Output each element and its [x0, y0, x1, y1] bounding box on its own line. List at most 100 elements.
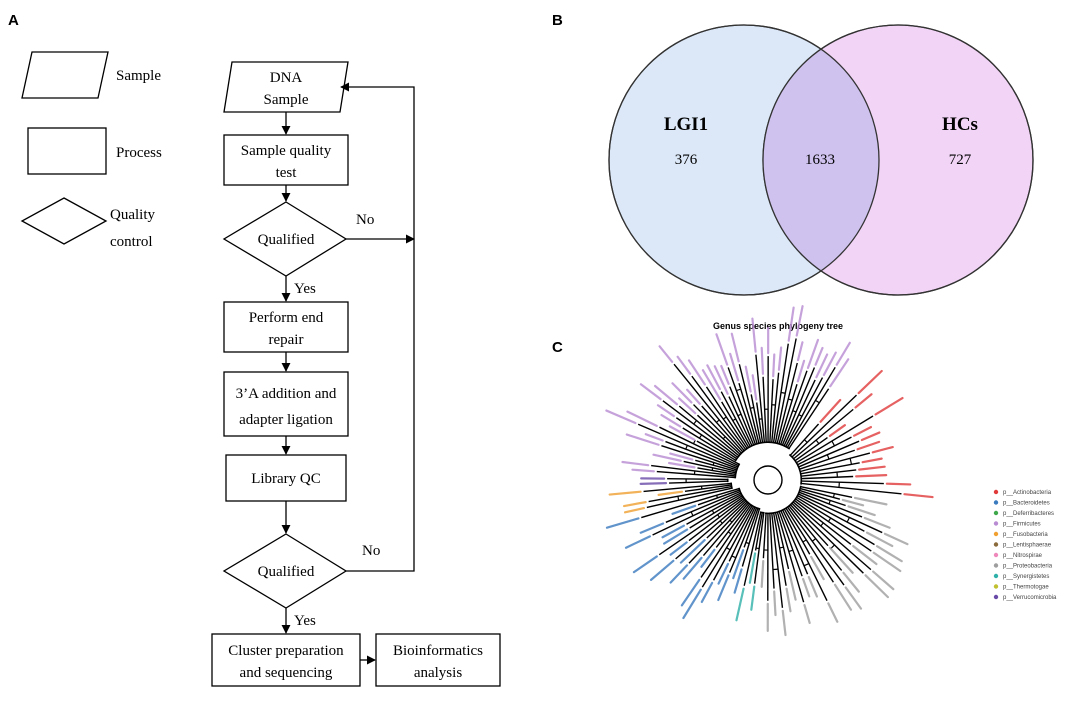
- tree-leaf-label: [854, 393, 873, 409]
- tree-leaf-label: [649, 559, 675, 581]
- tree-branch: [786, 506, 845, 586]
- tree-branch: [801, 480, 884, 485]
- tree-leaf-label: [656, 404, 675, 418]
- tree-leaf-label: [751, 374, 758, 401]
- tree-leaf-label: [639, 482, 668, 485]
- tree-leaf-label: [807, 575, 819, 598]
- tree-root: [753, 465, 783, 495]
- legend-quality-shape: [20, 197, 108, 245]
- cluster-sequencing-label-1: Cluster preparation: [228, 643, 344, 659]
- legend-swatch: [993, 552, 999, 558]
- dna-sample-label-1: DNA: [270, 70, 303, 86]
- tree-leaf-label: [872, 551, 902, 573]
- tree-branch: [641, 487, 740, 519]
- tree-branch: [688, 501, 748, 564]
- tree-leaf-label: [847, 505, 876, 517]
- tree-branch: [727, 367, 757, 445]
- tree-branch: [682, 427, 737, 461]
- legend-swatch: [993, 531, 999, 537]
- yes-label-2: Yes: [294, 613, 316, 629]
- tree-leaf-label: [841, 498, 865, 507]
- tree-branch: [728, 507, 758, 573]
- tree-leaf-label: [852, 545, 878, 566]
- tree-branch: [778, 511, 803, 577]
- tree-branch: [793, 499, 852, 545]
- library-qc-node: [225, 454, 347, 502]
- tree-leaf-label: [748, 552, 757, 584]
- venn-diagram: LGI1 HCs 376 1633 727: [608, 24, 1034, 296]
- tree-leaf-label: [626, 410, 658, 427]
- tree-leaf-label: [855, 474, 888, 478]
- tree-branch: [791, 502, 864, 574]
- tree-branch: [715, 503, 751, 548]
- tree-leaf-label: [621, 460, 650, 467]
- tree-leaf-label: [669, 564, 689, 584]
- tree-leaf-label: [652, 453, 682, 462]
- sample-quality-test-label-2: test: [276, 165, 298, 181]
- tree-branch: [697, 489, 740, 506]
- venn-count-shared: 1633: [805, 152, 835, 168]
- tree-leaf-label: [735, 587, 745, 622]
- tree-leaf-label: [676, 355, 692, 375]
- tree-branch: [695, 459, 737, 473]
- tree-leaf-label: [814, 346, 824, 366]
- venn-outline-left: [608, 24, 880, 296]
- venn-overlap-region: [763, 25, 879, 295]
- legend-quality-label-1: Quality: [110, 207, 155, 223]
- tree-branch: [783, 379, 816, 447]
- tree-leaf-label: [810, 555, 825, 581]
- tree-branch: [801, 475, 854, 480]
- tree-leaf-label: [700, 581, 714, 604]
- tree-branch: [771, 372, 780, 443]
- bioinformatics-node: [375, 633, 501, 687]
- tree-branch: [794, 437, 828, 462]
- tree-leaf-label: [671, 382, 693, 404]
- tree-branch: [743, 512, 762, 586]
- tree-leaf-label: [865, 531, 894, 548]
- tree-leaf-label: [788, 570, 797, 601]
- tree-branch: [659, 426, 739, 467]
- tree-branch: [774, 512, 790, 570]
- tree-branch: [782, 509, 828, 601]
- tree-branch: [849, 458, 853, 465]
- tree-leaf-label: [833, 583, 853, 611]
- cluster-sequencing-node: [211, 633, 361, 687]
- tree-branch: [788, 453, 803, 485]
- tree-branch: [797, 436, 852, 466]
- tree-branch: [683, 460, 737, 474]
- bioinformatics-label-1: Bioinformatics: [393, 643, 483, 659]
- tree-branch: [721, 401, 750, 448]
- tree-branch: [720, 391, 751, 447]
- tree-branch: [697, 467, 736, 476]
- tree-leaf-label: [668, 425, 696, 441]
- tree-branch: [700, 504, 752, 578]
- legend-swatch: [993, 521, 999, 526]
- tree-branch: [799, 449, 855, 470]
- tree-leaf-label: [883, 532, 909, 546]
- tree-branch: [776, 362, 798, 444]
- tree-branch: [656, 470, 736, 479]
- tree-leaf-label: [669, 541, 688, 556]
- tree-branch: [706, 500, 747, 539]
- tree-leaf-label: [858, 465, 886, 471]
- tree-leaf-label: [835, 341, 851, 366]
- tree-branch: [702, 502, 749, 557]
- tree-branch: [792, 501, 872, 571]
- tree-leaf-label: [624, 535, 651, 549]
- tree-branch: [651, 464, 736, 477]
- tree-branch: [789, 504, 829, 547]
- tree-title: Genus species phylogeny tree: [713, 321, 843, 331]
- tree-branch: [701, 405, 744, 453]
- legend-swatch: [993, 489, 999, 495]
- tree-leaf-label: [787, 306, 795, 342]
- tree-leaf-label: [622, 501, 647, 508]
- legend-swatch: [993, 584, 999, 589]
- tree-branch: [689, 495, 743, 529]
- tree-branch: [734, 441, 791, 462]
- adapter-ligation-label-1: 3’A addition and: [236, 386, 337, 402]
- legend-entry: p__Thermotogae: [1003, 585, 1049, 591]
- tree-branch: [772, 343, 789, 443]
- tree-leaf-label: [815, 353, 829, 379]
- library-qc-label: Library QC: [251, 471, 321, 487]
- tree-branch: [730, 482, 733, 490]
